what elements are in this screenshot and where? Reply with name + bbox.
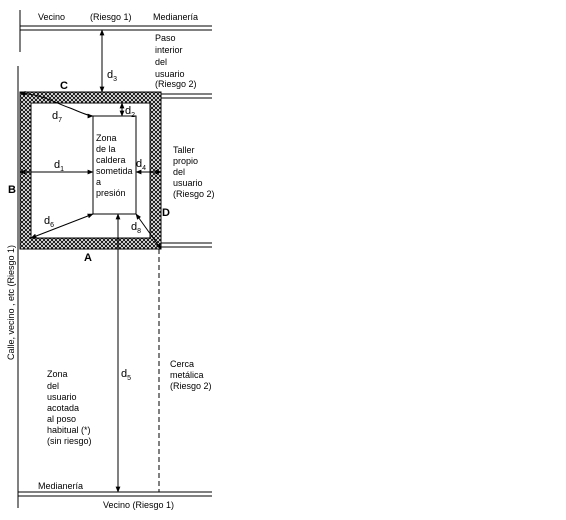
right-corridor-lines [158,93,212,248]
svg-text:al poso: al poso [47,414,76,424]
svg-text:metálica: metálica [170,370,204,380]
bottom-vecino-label: Vecino (Riesgo 1) [103,500,174,510]
wall-label-b: B [8,184,16,196]
svg-text:propio: propio [173,156,198,166]
metal-fence-label: Cerca metálica (Riesgo 2) [170,359,212,391]
svg-text:Zona: Zona [47,369,68,379]
distance-d2-label: d2 [125,105,135,119]
svg-text:(Riesgo 2): (Riesgo 2) [155,79,197,89]
inner-passage-label: Paso interior del usuario (Riesgo 2) [155,33,197,89]
wall-label-a: A [84,252,92,264]
svg-text:presión: presión [96,188,126,198]
distance-d3-label: d3 [107,69,117,83]
svg-text:caldera: caldera [96,155,126,165]
svg-text:usuario: usuario [173,178,203,188]
distance-d1-label: d1 [54,159,64,173]
svg-text:interior: interior [155,45,183,55]
svg-text:(Riesgo 2): (Riesgo 2) [170,381,212,391]
distance-d8-label: d8 [131,221,141,235]
distance-arrows [19,29,162,493]
svg-text:del: del [47,381,59,391]
distance-d5-label: d5 [121,368,131,382]
user-zone-label: Zona del usuario acotada al poso habitua… [47,369,92,446]
workshop-label: Taller propio del usuario (Riesgo 2) [173,145,215,199]
svg-text:sometida: sometida [96,166,133,176]
svg-text:del: del [173,167,185,177]
distance-d7-label: d7 [52,110,62,124]
svg-text:de la: de la [96,144,116,154]
svg-text:usuario: usuario [47,392,77,402]
svg-text:del: del [155,57,167,67]
wall-label-c: C [60,80,68,92]
street-vertical-label: Calle, vecino , etc (Riesgo 1) [6,245,16,360]
wall-label-d: D [162,207,170,219]
svg-text:Cerca: Cerca [170,359,194,369]
svg-text:(Riesgo 2): (Riesgo 2) [173,189,215,199]
svg-text:Zona: Zona [96,133,117,143]
boiler-zone-label: Zona de la caldera sometida a presión [96,133,133,198]
svg-text:acotada: acotada [47,403,79,413]
bottom-party-wall [18,491,212,497]
distance-d4-label: d4 [136,158,146,172]
top-riesgo-label: (Riesgo 1) [90,12,132,22]
svg-text:habitual (*): habitual (*) [47,425,91,435]
top-party-wall [19,10,212,52]
top-vecino-label: Vecino [38,12,65,22]
bottom-medianeria-label: Medianería [38,481,83,491]
svg-text:Taller: Taller [173,145,195,155]
distance-d6-label: d6 [44,215,54,229]
top-medianeria-label: Medianería [153,12,198,22]
svg-text:usuario: usuario [155,69,185,79]
svg-text:a: a [96,177,101,187]
svg-text:Paso: Paso [155,33,176,43]
boiler-zone-rect [92,115,137,215]
svg-text:(sin riesgo): (sin riesgo) [47,436,92,446]
